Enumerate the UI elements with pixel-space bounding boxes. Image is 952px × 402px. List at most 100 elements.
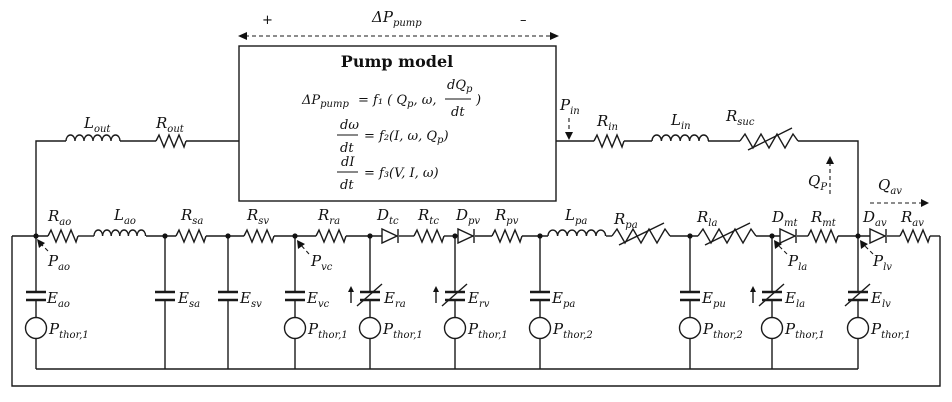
source-p-thor-ao: [24, 316, 48, 340]
label-e-lv: Elv: [870, 289, 891, 310]
label-r-mt: Rmt: [810, 208, 837, 229]
label-r-la: Rla: [696, 208, 717, 229]
label-p-la: Pla: [787, 252, 807, 273]
label-e-pa: Epa: [551, 289, 575, 310]
label-d-mt: Dmt: [771, 208, 799, 229]
pump-eq3-num: dI: [341, 155, 355, 170]
resistor-r-pv: [491, 228, 523, 244]
label-e-sa: Esa: [177, 289, 200, 310]
pump-eq1-fraction-num: dQp: [447, 78, 473, 95]
label-q-av: Qav: [878, 176, 902, 197]
pump-model-block: Pump model ΔPpump = f₁ ( Qp, ω, dQp dt )…: [238, 45, 557, 202]
resistors: [47, 127, 931, 246]
diode-d-tc: [381, 227, 399, 245]
label-p-thor-la: Pthor,1: [784, 320, 825, 341]
label-d-pv: Dpv: [455, 206, 480, 227]
label-e-pu: Epu: [701, 289, 726, 310]
pump-eq1-fraction-den: dt: [451, 105, 465, 120]
label-r-ao: Rao: [47, 207, 71, 228]
resistor-r-in: [593, 133, 625, 149]
inductor-l-ao: [93, 229, 147, 237]
resistor-r-av: [899, 228, 931, 244]
inductor-l-pa: [547, 229, 607, 237]
label-d-tc: Dtc: [376, 206, 399, 227]
label-q-p: QP: [808, 172, 827, 193]
source-p-thor-lv: [846, 316, 870, 340]
pointer-arrows: [37, 118, 929, 255]
label-r-ra: Rra: [317, 206, 340, 227]
resistor-r-ao: [47, 228, 79, 244]
capacitor-e-lv: [844, 283, 871, 307]
variable-resistor-r-pa: [611, 227, 671, 245]
pump-eq2-rhs: = f₂(I, ω, Qp): [364, 129, 449, 146]
capacitor-e-pa: [530, 290, 550, 302]
label-p-vc: Pvc: [310, 252, 333, 273]
label-l-ao: Lao: [113, 206, 136, 227]
label-p-thor-rv: Pthor,1: [467, 320, 508, 341]
resistor-r-sv: [243, 228, 275, 244]
label-r-suc: Rsuc: [725, 107, 755, 128]
inductors: [65, 134, 710, 237]
variable-resistor-r-la: [697, 227, 757, 245]
source-p-thor-rv: [443, 316, 467, 340]
pressure-sources: [24, 316, 870, 340]
source-p-thor-pa: [528, 316, 552, 340]
circuit-wires: [11, 140, 941, 387]
variable-resistor-r-suc: [739, 132, 799, 150]
capacitor-e-ao: [26, 290, 46, 302]
label-l-pa: Lpa: [564, 206, 587, 227]
plus-sign: +: [262, 13, 273, 28]
pump-eq2-num: dω: [340, 118, 359, 133]
label-e-ao: Eao: [46, 289, 70, 310]
label-e-la: Ela: [784, 289, 805, 310]
label-p-thor-lv: Pthor,1: [870, 320, 911, 341]
label-r-in: Rin: [596, 112, 618, 133]
label-p-ao: Pao: [47, 252, 70, 273]
capacitor-e-ra: [348, 283, 383, 307]
inductor-l-out: [65, 134, 121, 142]
label-e-rv: Erv: [467, 289, 490, 310]
source-p-thor-vc: [283, 316, 307, 340]
label-r-out: Rout: [155, 114, 185, 135]
diode-d-pv: [457, 227, 475, 245]
diode-d-av: [869, 227, 887, 245]
label-r-pa: Rpa: [613, 210, 638, 231]
source-p-thor-pu: [678, 316, 702, 340]
pump-eq3-rhs: = f₃(V, I, ω): [364, 166, 439, 181]
capacitor-e-la: [750, 283, 785, 307]
inductor-l-in: [651, 134, 710, 142]
pump-eq2-den: dt: [340, 141, 354, 156]
pump-eq1-lhs: ΔPpump: [301, 93, 349, 110]
label-l-out: Lout: [83, 114, 111, 135]
label-p-thor-ra: Pthor,1: [382, 320, 423, 341]
capacitor-e-sv: [218, 290, 238, 302]
junction-dots: [33, 233, 861, 239]
pump-model-title: Pump model: [341, 52, 453, 71]
resistor-r-out: [155, 133, 187, 149]
minus-sign: –: [520, 13, 527, 28]
resistor-r-mt: [807, 228, 839, 244]
pump-eq1-rhs: = f₁ ( Qp, ω,: [358, 93, 436, 110]
source-p-thor-ra: [358, 316, 382, 340]
capacitors: [26, 283, 871, 307]
label-p-thor-ao: Pthor,1: [48, 320, 89, 341]
label-p-thor-vc: Pthor,1: [307, 320, 348, 341]
label-r-sa: Rsa: [180, 206, 203, 227]
capacitor-e-pu: [680, 290, 700, 302]
label-p-thor-pu: Pthor,2: [702, 320, 743, 341]
label-p-thor-pa: Pthor,2: [552, 320, 593, 341]
pump-eq3-den: dt: [340, 178, 354, 193]
label-e-vc: Evc: [306, 289, 330, 310]
source-p-thor-la: [760, 316, 784, 340]
label-d-av: Dav: [862, 208, 887, 229]
resistor-r-sa: [175, 228, 207, 244]
pump-eq1-close: ): [475, 93, 481, 108]
resistor-r-ra: [315, 228, 347, 244]
delta-p-pump-indicator: + – ΔPpump: [238, 8, 559, 40]
label-r-tc: Rtc: [417, 206, 439, 227]
label-r-sv: Rsv: [246, 206, 269, 227]
capacitor-e-vc: [285, 290, 305, 302]
capacitor-e-sa: [155, 290, 175, 302]
label-r-pv: Rpv: [494, 206, 519, 227]
label-l-in: Lin: [670, 111, 691, 132]
